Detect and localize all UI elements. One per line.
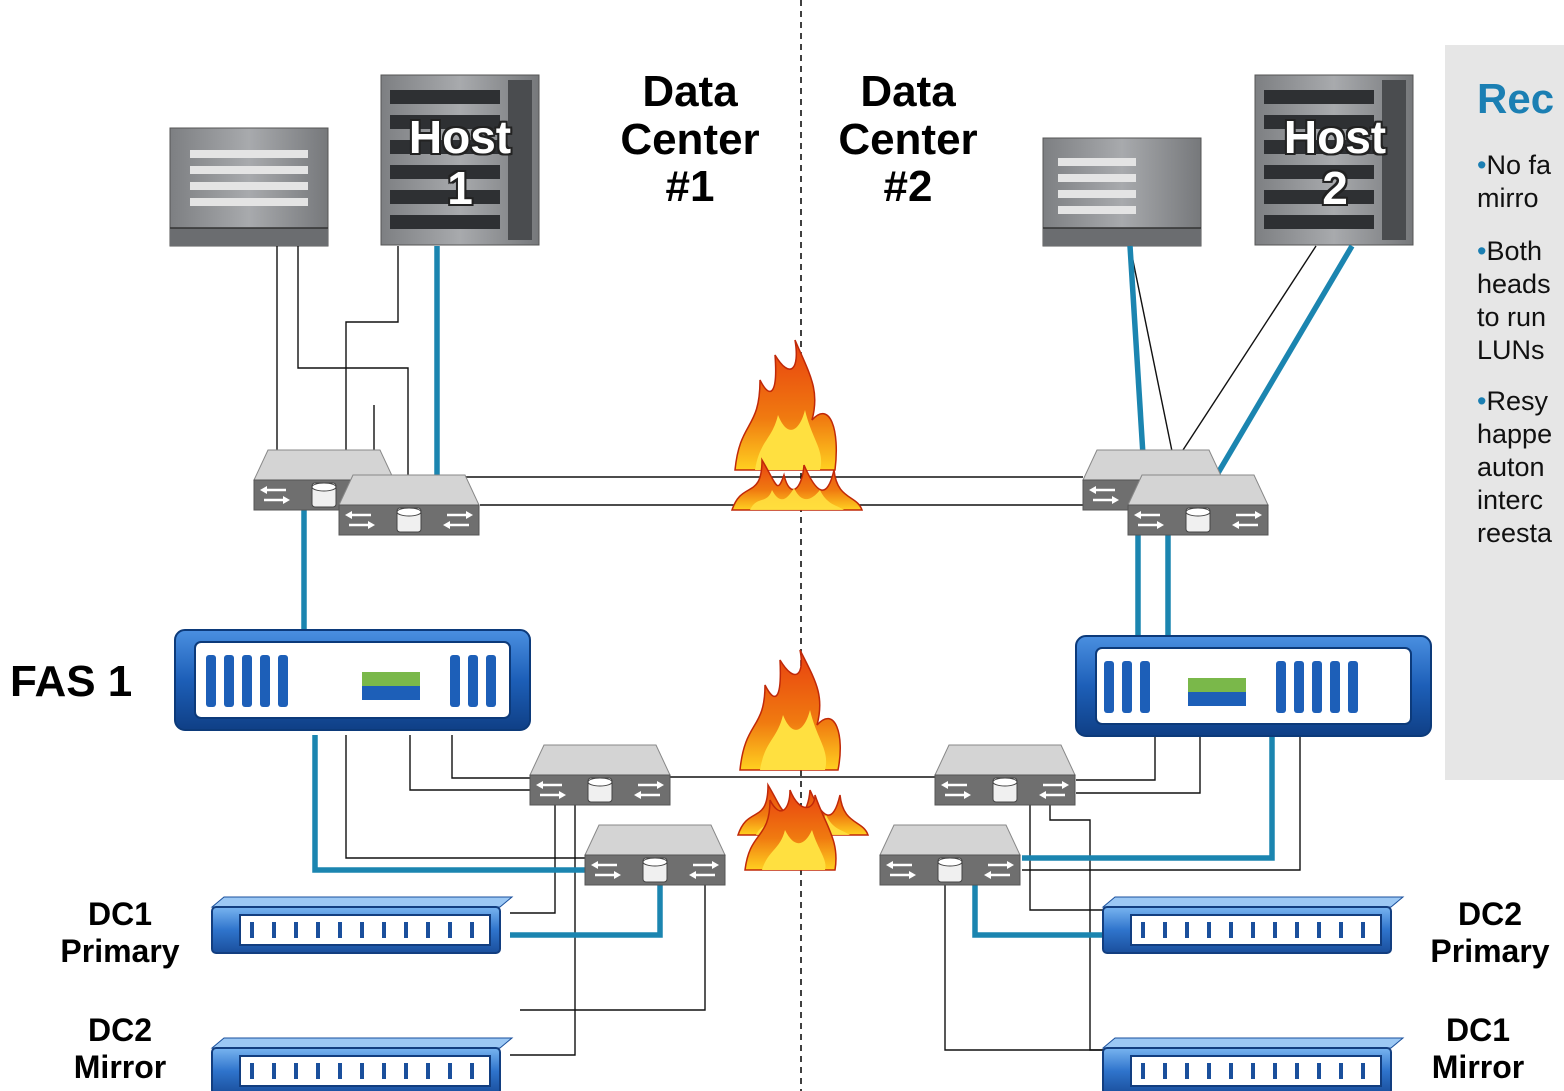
disk-shelf-dc2-primary bbox=[1102, 896, 1404, 954]
bullet-dot: • bbox=[1477, 386, 1487, 416]
switch-dc2-b bbox=[1126, 473, 1270, 537]
panel-bullet-1: •No fa mirro bbox=[1477, 149, 1564, 215]
disk-shelf-dc1-primary bbox=[211, 896, 513, 954]
switch-dc1-c bbox=[528, 743, 672, 807]
fas1-controller-icon bbox=[174, 629, 531, 731]
bullet-dot: • bbox=[1477, 150, 1487, 180]
dc1-primary-label: DC1 Primary bbox=[60, 896, 180, 969]
dc2-primary-label: DC2 Primary bbox=[1430, 896, 1550, 969]
dc2-mirror-label: DC2 Mirror bbox=[73, 1012, 167, 1085]
disk-shelf-dc1-mirror bbox=[1102, 1037, 1404, 1091]
fire-lower-icon bbox=[737, 649, 869, 871]
dc1-mirror-label: DC1 Mirror bbox=[1431, 1012, 1525, 1085]
bullet-dot: • bbox=[1477, 236, 1487, 266]
fire-upper-icon bbox=[731, 339, 863, 511]
server-right-icon bbox=[1042, 137, 1202, 247]
host1-label: Host 1 bbox=[408, 111, 512, 214]
switch-dc2-d bbox=[878, 823, 1022, 887]
bullet-text: Resy happe auton interc reesta bbox=[1477, 386, 1553, 548]
info-panel: Rec •No fa mirro •Both heads to run LUNs… bbox=[1445, 45, 1564, 780]
host2-label: Host 2 bbox=[1283, 111, 1387, 214]
switch-dc1-b bbox=[337, 473, 481, 537]
data-center-1-label: Data Center #1 bbox=[620, 67, 760, 212]
panel-title: Rec bbox=[1477, 75, 1555, 122]
switch-dc1-d bbox=[583, 823, 727, 887]
bullet-text: No fa mirro bbox=[1477, 150, 1551, 213]
data-center-2-label: Data Center #2 bbox=[838, 67, 978, 212]
panel-bullet-3: •Resy happe auton interc reesta bbox=[1477, 385, 1564, 550]
fas1-label: FAS 1 bbox=[10, 657, 133, 706]
server-left-icon bbox=[169, 127, 329, 247]
disk-shelf-dc2-mirror bbox=[211, 1037, 513, 1091]
switch-dc2-c bbox=[933, 743, 1077, 807]
bullet-text: Both heads to run LUNs bbox=[1477, 236, 1551, 365]
host1-server-icon bbox=[380, 74, 540, 246]
panel-bullet-2: •Both heads to run LUNs bbox=[1477, 235, 1564, 367]
host2-server-icon bbox=[1254, 74, 1414, 246]
fas2-controller-icon bbox=[1075, 635, 1432, 737]
thin-links bbox=[276, 245, 1317, 1056]
